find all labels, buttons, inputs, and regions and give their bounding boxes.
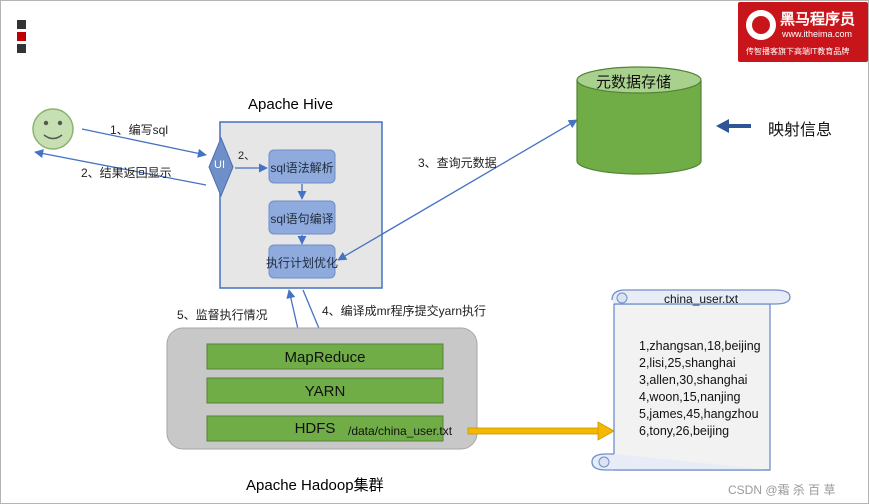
mapping-label: 映射信息 — [768, 122, 833, 139]
metastore-label: 元数据存储 — [596, 74, 672, 91]
user-smiley-icon — [32, 108, 74, 150]
step-box-optimize — [268, 244, 336, 279]
step-box-parse — [268, 149, 336, 184]
logo-slogan: 传智播客旗下高端IT教育品牌 — [746, 47, 850, 56]
file-line-5: 5,james,45,hangzhou — [639, 407, 759, 421]
file-line-4: 4,woon,15,nanjing — [639, 390, 741, 404]
layer-bar-mapreduce — [206, 343, 444, 370]
file-line-2: 2,lisi,25,shanghai — [639, 356, 736, 370]
step2-label: 2、 — [238, 150, 256, 162]
file-scroll — [591, 289, 791, 471]
step-optimize-label: 执行计划优化 — [266, 256, 339, 270]
mapping-arrow-icon — [716, 119, 751, 133]
file-arrow — [467, 421, 615, 441]
scroll-title: china_user.txt — [664, 292, 739, 306]
arrow-write-sql — [81, 128, 207, 158]
logo-url: www.itheima.com — [782, 29, 853, 39]
ui-label: UI — [214, 159, 225, 171]
label-compile-submit: 4、编译成mr程序提交yarn执行 — [322, 304, 487, 318]
logo-brand-name: 黑马程序员 — [780, 10, 856, 28]
hive-title: Apache Hive — [248, 96, 334, 113]
label-write-sql: 1、编写sql — [110, 123, 169, 137]
hadoop-title: Apache Hadoop集群 — [246, 477, 384, 494]
arrow-return-result — [34, 149, 207, 186]
step-box-compile — [268, 200, 336, 235]
label-return-result: 2、结果返回显示 — [81, 166, 172, 180]
ui-diamond — [208, 136, 234, 198]
layer-bar-yarn — [206, 377, 444, 404]
arrow-query-metastore — [337, 119, 578, 261]
file-line-1: 1,zhangsan,18,beijing — [639, 339, 761, 353]
file-line-6: 6,tony,26,beijing — [639, 424, 730, 438]
brand-logo: 黑马程序员 www.itheima.com 传智播客旗下高端IT教育品牌 — [738, 2, 868, 62]
layer-yarn-label: YARN — [304, 383, 346, 400]
layer-hdfs-label: HDFS — [294, 420, 336, 437]
slide-bullets — [17, 20, 26, 53]
metastore-cylinder — [576, 66, 702, 175]
watermark: CSDN @霜 杀 百 草 — [728, 483, 836, 497]
label-monitor: 5、监督执行情况 — [177, 308, 268, 322]
layer-bar-hdfs — [206, 415, 444, 442]
step-compile-label: sql语句编译 — [270, 212, 334, 226]
label-query-metastore: 3、查询元数据 — [418, 156, 497, 170]
layer-mapreduce-label: MapReduce — [284, 349, 366, 366]
horse-logo-icon — [746, 10, 776, 40]
step-parse-label: sql语法解析 — [270, 161, 334, 175]
file-line-3: 3,allen,30,shanghai — [639, 373, 748, 387]
hdfs-file-path: /data/china_user.txt — [348, 424, 453, 438]
